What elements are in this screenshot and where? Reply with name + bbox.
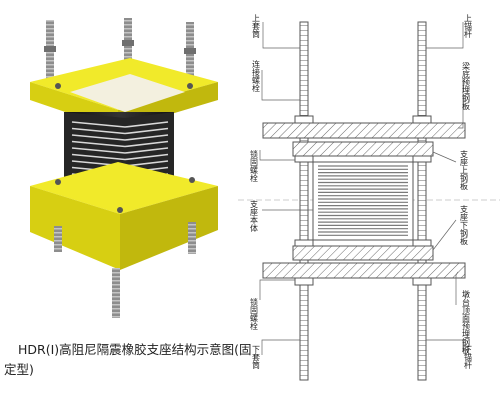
support-body-layers: [318, 165, 408, 236]
label-beam-embed-plate: 梁底预埋钢板: [462, 62, 471, 111]
label-lower-bolt: 下锚杆: [464, 345, 473, 370]
support-top-plate: [292, 141, 434, 157]
laminate-layer: [71, 121, 169, 128]
pier-embedded-plate: [262, 262, 466, 279]
support-body: [312, 161, 414, 241]
laminate-layer: [71, 134, 169, 141]
label-lower-sleeve: 下套筒: [252, 345, 261, 370]
caption-line-2: 定型): [4, 362, 34, 377]
label-upper-bolt: 上锚杆: [464, 14, 473, 39]
lower-steel-plate: [30, 162, 218, 270]
laminate-layer: [71, 140, 169, 148]
label-pier-embed-plate: 墩台顶面预埋钢板: [462, 289, 471, 355]
label-support-top-plate: 支座上钢板: [460, 149, 469, 191]
support-bottom-plate: [292, 245, 434, 261]
anchor-rods: [299, 21, 427, 381]
bearing-3d-illustration: [30, 18, 218, 318]
bottom-anchor-rods: [54, 222, 196, 318]
label-upper-sleeve: 上套筒: [252, 14, 261, 39]
figure-caption: HDR(Ⅰ)高阻尼隔震橡胶支座结构示意图(固 定型): [0, 340, 252, 380]
leader-lines: [259, 22, 464, 355]
laminate-layer: [71, 153, 169, 161]
label-connect-bolt: 连接螺栓: [252, 59, 261, 93]
label-lock-bolt-bottom: 锁固螺栓: [250, 297, 259, 331]
laminate-layer: [71, 147, 169, 154]
label-support-body: 支座本体: [250, 199, 259, 233]
nuts: [294, 115, 432, 286]
label-support-bottom-plate: 支座下钢板: [460, 204, 469, 246]
caption-line-1: HDR(Ⅰ)高阻尼隔震橡胶支座结构示意图(固: [18, 342, 252, 357]
laminate-layer: [71, 127, 169, 135]
structure-section-drawing: 上套筒 连接螺栓 锁固螺栓 支座本体 锁固螺栓 下套筒 上锚杆 梁底预埋钢板 支…: [238, 14, 500, 381]
label-lock-bolt-top: 锁固螺栓: [250, 149, 259, 183]
beam-embedded-plate: [262, 122, 466, 139]
top-anchor-rods: [44, 18, 196, 80]
